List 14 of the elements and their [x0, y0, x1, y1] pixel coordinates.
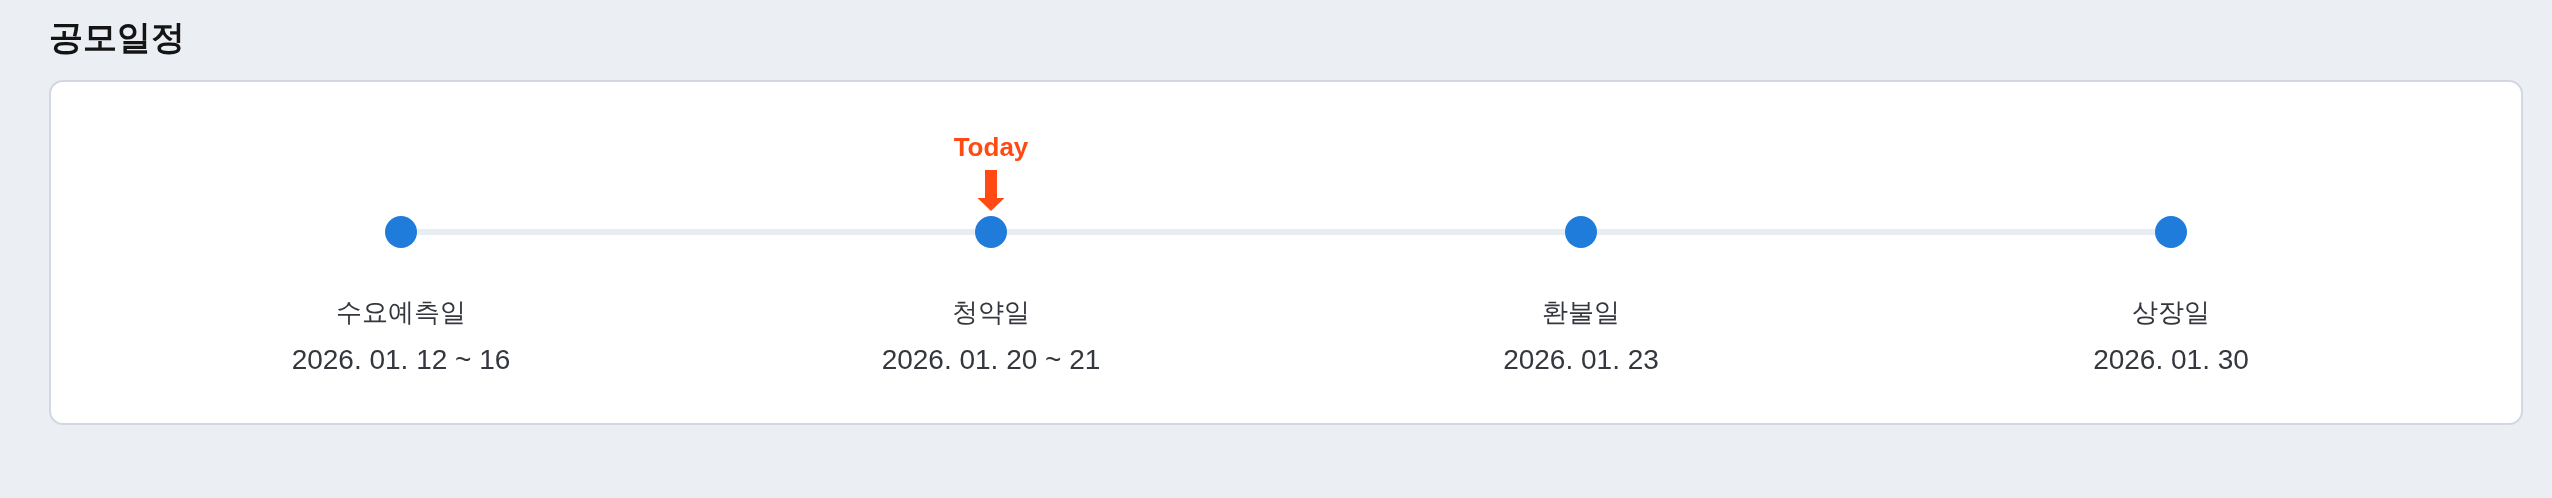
arrow [977, 170, 1005, 211]
milestone-date: 2026. 01. 30 [2093, 343, 2249, 377]
milestone-date: 2026. 01. 23 [1503, 343, 1659, 377]
milestone-name: 상장일 [2132, 296, 2210, 329]
timeline-line [417, 229, 975, 235]
milestone-name: 수요예측일 [336, 296, 466, 329]
timeline-line [1007, 229, 1565, 235]
timeline-line [1597, 229, 2155, 235]
milestone-date: 2026. 01. 20 ~ 21 [881, 343, 1101, 377]
today-label: Today [953, 132, 1029, 162]
milestone-name: 청약일 [952, 296, 1030, 329]
milestone-name: 환불일 [1542, 296, 1620, 329]
section-title: 공모일정 [49, 17, 185, 57]
milestone-date: 2026. 01. 12 ~ 16 [291, 343, 511, 377]
